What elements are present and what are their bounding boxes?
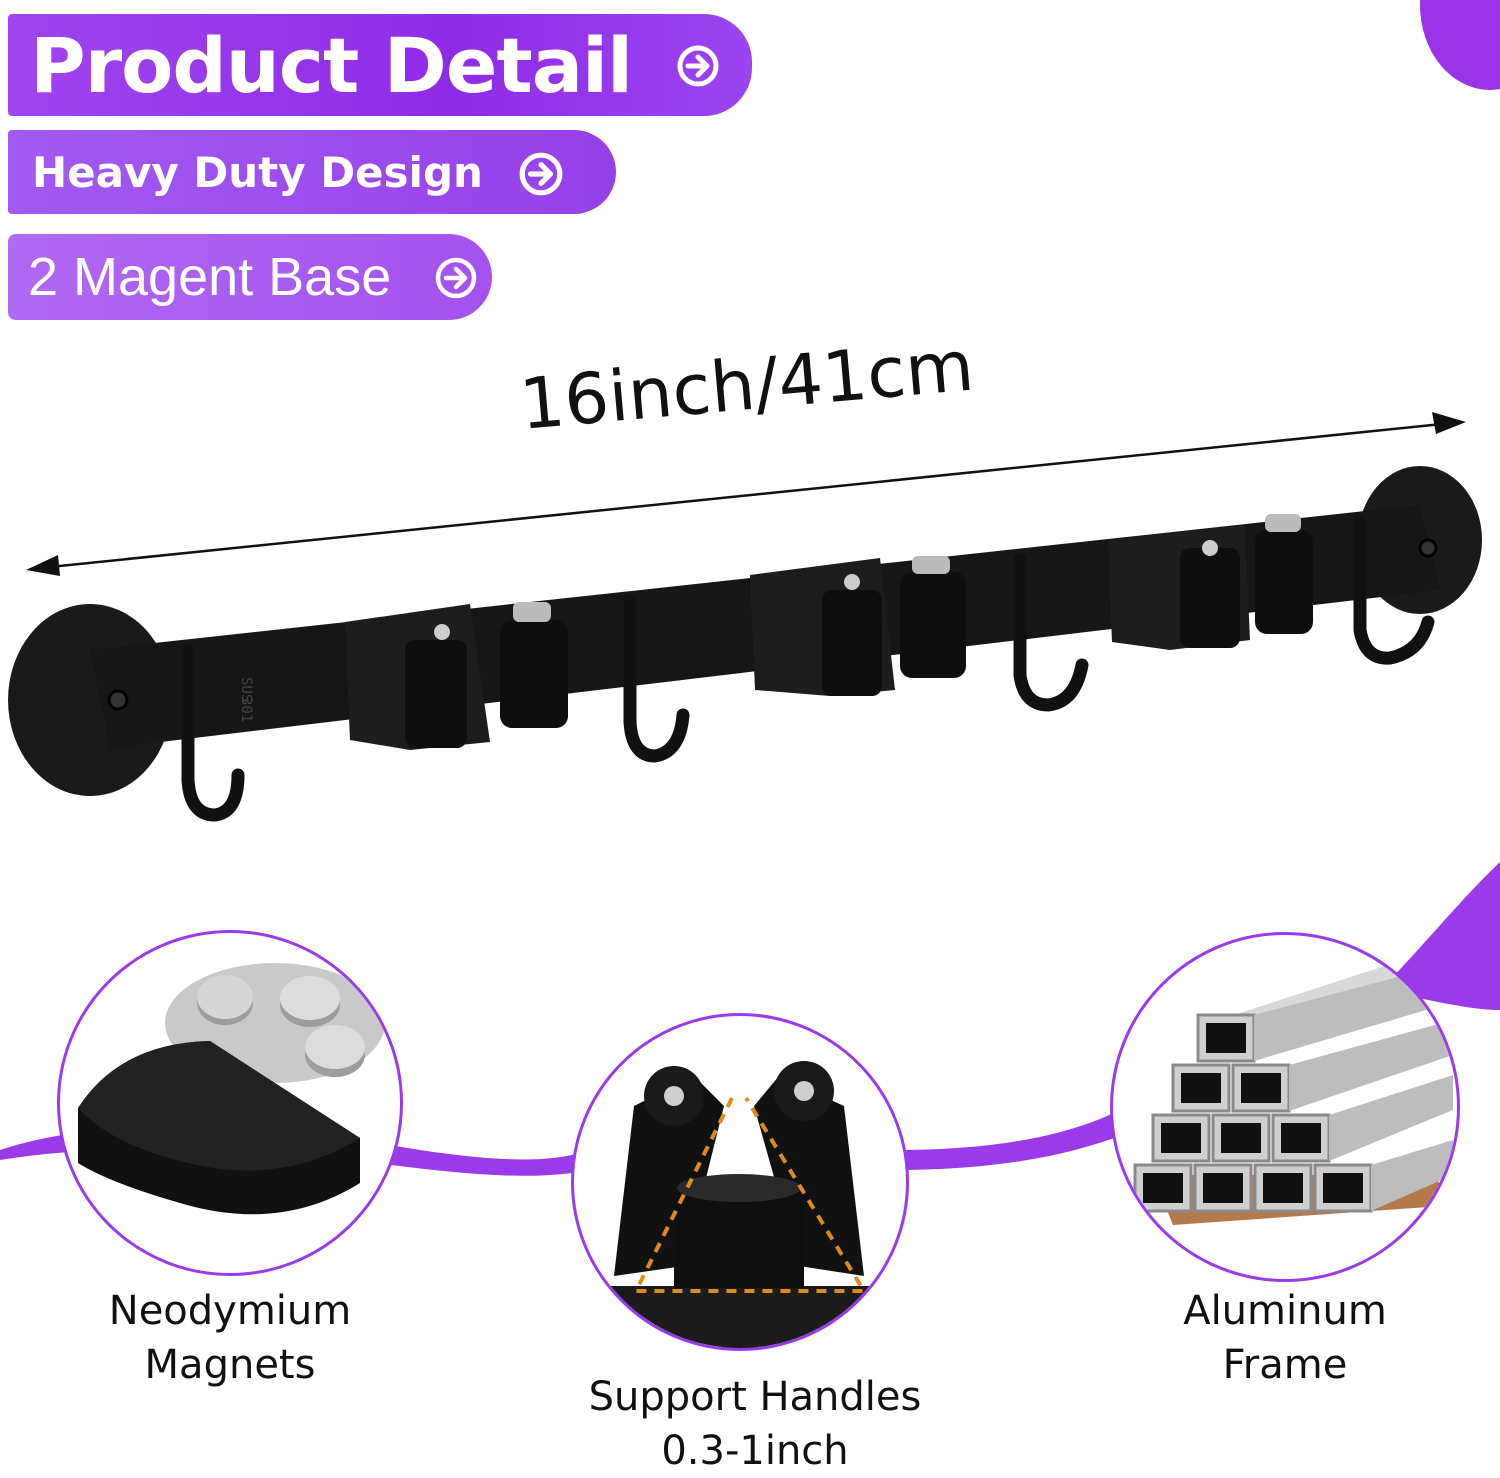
stamp-text: 301 xyxy=(238,697,254,722)
caption-line: Neodymium xyxy=(108,1288,352,1334)
screw xyxy=(107,689,129,711)
support-handle-image xyxy=(574,1061,906,1348)
hook xyxy=(1353,515,1435,665)
magnet-base-banner: 2 Magent Base xyxy=(8,234,492,320)
screw xyxy=(1418,538,1438,558)
caption-line: Aluminum xyxy=(1183,1288,1387,1334)
clamp xyxy=(750,556,966,696)
rack-illustration: SUS 301 xyxy=(8,466,1482,822)
magnet-feature-circle xyxy=(57,930,403,1276)
handle-feature-circle xyxy=(571,1013,909,1351)
frame-caption: Aluminum Frame xyxy=(1140,1284,1430,1392)
magnet-base-title: 2 Magent Base xyxy=(28,247,392,307)
clamp xyxy=(345,602,568,750)
clamp xyxy=(1108,514,1313,650)
stamp-text: SUS xyxy=(238,677,254,702)
arrow-right-circle-icon xyxy=(676,44,720,88)
heavy-duty-banner: Heavy Duty Design xyxy=(8,130,616,214)
handle-caption: Support Handles 0.3-1inch xyxy=(560,1370,950,1478)
magnet-caption: Neodymium Magnets xyxy=(80,1284,380,1392)
arrow-right-circle-icon xyxy=(518,151,564,197)
neodymium-magnet-image xyxy=(78,963,385,1215)
hook xyxy=(1013,553,1089,712)
dimension-arrow xyxy=(26,412,1466,576)
product-detail-title: Product Detail xyxy=(30,20,633,110)
caption-line: Frame xyxy=(1222,1342,1348,1388)
hook xyxy=(181,643,245,822)
hook xyxy=(623,593,690,763)
aluminum-frame-image xyxy=(1133,960,1457,1225)
product-detail-banner: Product Detail xyxy=(8,14,752,116)
caption-line: Support Handles xyxy=(588,1374,922,1420)
arrow-right-circle-icon xyxy=(434,256,478,300)
caption-line: 0.3-1inch xyxy=(661,1428,849,1474)
heavy-duty-title: Heavy Duty Design xyxy=(32,147,483,197)
caption-line: Magnets xyxy=(144,1342,316,1388)
frame-feature-circle xyxy=(1110,932,1460,1282)
